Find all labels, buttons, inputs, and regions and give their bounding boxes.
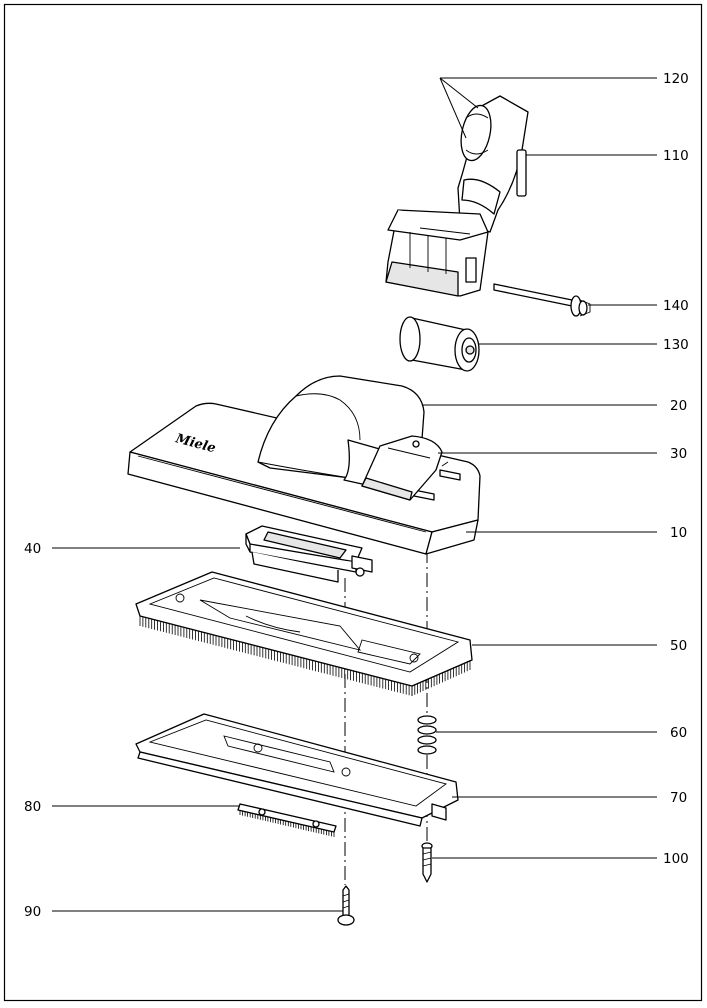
assembly-axes xyxy=(344,525,428,885)
callout-labels: 120 110 140 130 20 30 10 40 50 60 70 80 … xyxy=(24,71,689,920)
strip-bristles xyxy=(239,810,335,837)
part-100-screw xyxy=(421,842,433,883)
callout-80: 80 xyxy=(24,799,41,815)
callout-90: 90 xyxy=(24,904,41,920)
part-90-screw xyxy=(337,885,355,926)
callout-130: 130 xyxy=(663,337,689,353)
brush-bristles xyxy=(139,616,413,696)
callout-110: 110 xyxy=(663,148,689,164)
callout-140: 140 xyxy=(663,298,689,314)
callout-50: 50 xyxy=(670,638,687,654)
part-40-filter-frame xyxy=(245,525,373,583)
callout-120: 120 xyxy=(663,71,689,87)
drawing-frame xyxy=(3,3,703,1002)
callout-60: 60 xyxy=(670,725,687,741)
callout-20: 20 xyxy=(670,398,687,414)
part-60-spring xyxy=(417,715,437,755)
part-80-brush-strip xyxy=(237,803,337,837)
part-110-swivel-neck xyxy=(385,95,529,297)
callout-30: 30 xyxy=(670,446,687,462)
brush-bristles-side xyxy=(411,660,471,696)
callout-40: 40 xyxy=(24,541,41,557)
callout-70: 70 xyxy=(670,790,687,806)
part-30-pedal xyxy=(361,435,443,501)
callout-10: 10 xyxy=(670,525,687,541)
part-130-roller xyxy=(399,316,480,372)
leader-lines xyxy=(52,77,657,912)
part-70-bottom-plate xyxy=(135,713,459,827)
callout-100: 100 xyxy=(663,851,689,867)
part-140-axle-pin xyxy=(493,283,591,317)
part-50-brush-plate xyxy=(135,571,473,696)
